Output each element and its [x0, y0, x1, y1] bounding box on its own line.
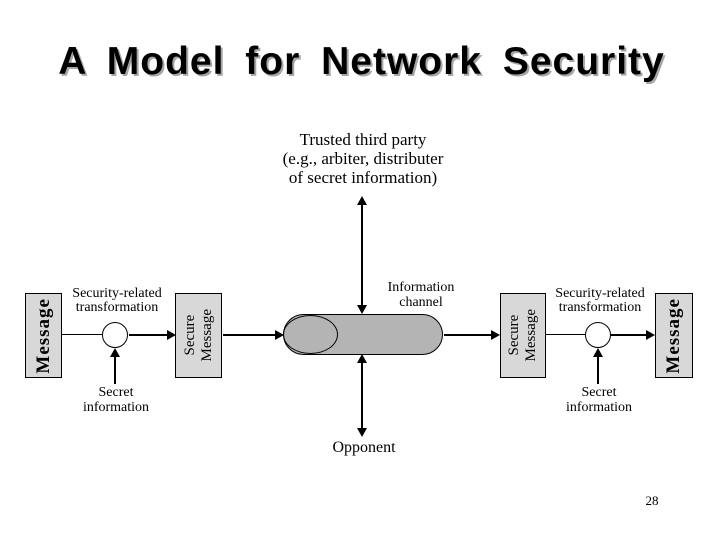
- secret-information-line: information: [565, 400, 633, 415]
- secure-message-line: Secure: [181, 315, 198, 356]
- receiver-transformation-circle: [585, 322, 611, 348]
- secure-message-line: Secure: [506, 315, 522, 356]
- slide-title: A Model for Network Security: [58, 40, 665, 83]
- trusted-third-party-line: of secret information): [288, 168, 438, 187]
- arrow-up-icon: [593, 348, 603, 357]
- receiver-secure-message-box: Secure Message: [500, 293, 546, 378]
- sender-transformation-line: Security-related: [72, 286, 162, 301]
- secret-information-line: Secret: [581, 385, 617, 400]
- ttp-channel-arrow-shaft: [361, 202, 363, 308]
- channel-to-receiver-securemessage-arrow: [444, 334, 491, 336]
- arrow-down-icon: [357, 428, 367, 437]
- sender-transformation-label: Security-related transformation: [47, 287, 187, 315]
- arrow-right-icon: [275, 330, 284, 340]
- secret-information-line: Secret: [98, 385, 134, 400]
- receiver-secure-message-box-label: Secure Message: [506, 309, 540, 362]
- arrow-up-icon: [357, 354, 367, 363]
- receiver-transformation-line: Security-related: [555, 286, 645, 301]
- receiver-secret-info-arrow: [597, 355, 599, 384]
- opponent-channel-arrow-shaft: [361, 360, 363, 430]
- receiver-transformation-line: transformation: [558, 300, 642, 315]
- secure-message-line: Message: [198, 309, 215, 362]
- sender-securemessage-to-channel-arrow: [223, 334, 275, 336]
- sender-secure-message-box-label: Secure Message: [182, 309, 216, 362]
- opponent-label: Opponent: [332, 439, 396, 456]
- secret-information-line: information: [82, 400, 150, 415]
- receiver-message-box-label: Message: [663, 297, 684, 374]
- arrow-right-icon: [491, 330, 500, 340]
- sender-secret-information-label: Secret information: [56, 385, 176, 415]
- trusted-third-party-line: (e.g., arbiter, distributer: [282, 149, 444, 168]
- sender-secure-message-box: Secure Message: [175, 293, 222, 378]
- arrow-up-icon: [110, 348, 120, 357]
- arrow-right-icon: [167, 330, 176, 340]
- arrow-down-icon: [357, 305, 367, 314]
- secure-message-line: Message: [523, 309, 539, 362]
- receiver-securemessage-to-transform-line: [546, 334, 585, 335]
- information-channel-line: Information: [387, 280, 455, 295]
- sender-secret-info-arrow: [114, 355, 116, 384]
- arrow-up-icon: [357, 196, 367, 205]
- sender-transform-to-securemessage-arrow: [129, 334, 167, 336]
- sender-message-box: Message: [25, 293, 62, 378]
- trusted-third-party-line: Trusted third party: [299, 130, 427, 149]
- receiver-transform-to-message-arrow: [611, 334, 646, 336]
- page-number: 28: [645, 493, 659, 508]
- trusted-third-party-label: Trusted third party (e.g., arbiter, dist…: [253, 130, 473, 187]
- receiver-message-box: Message: [655, 293, 693, 378]
- information-channel-label: Information channel: [371, 280, 471, 310]
- information-channel-line: channel: [399, 295, 443, 310]
- receiver-transformation-label: Security-related transformation: [530, 287, 670, 315]
- receiver-secret-information-label: Secret information: [539, 385, 659, 415]
- sender-message-to-transform-line: [62, 334, 102, 335]
- arrow-right-icon: [646, 330, 655, 340]
- channel-cylinder-end-ellipse: [283, 315, 338, 354]
- sender-transformation-circle: [102, 322, 128, 348]
- sender-transformation-line: transformation: [75, 300, 159, 315]
